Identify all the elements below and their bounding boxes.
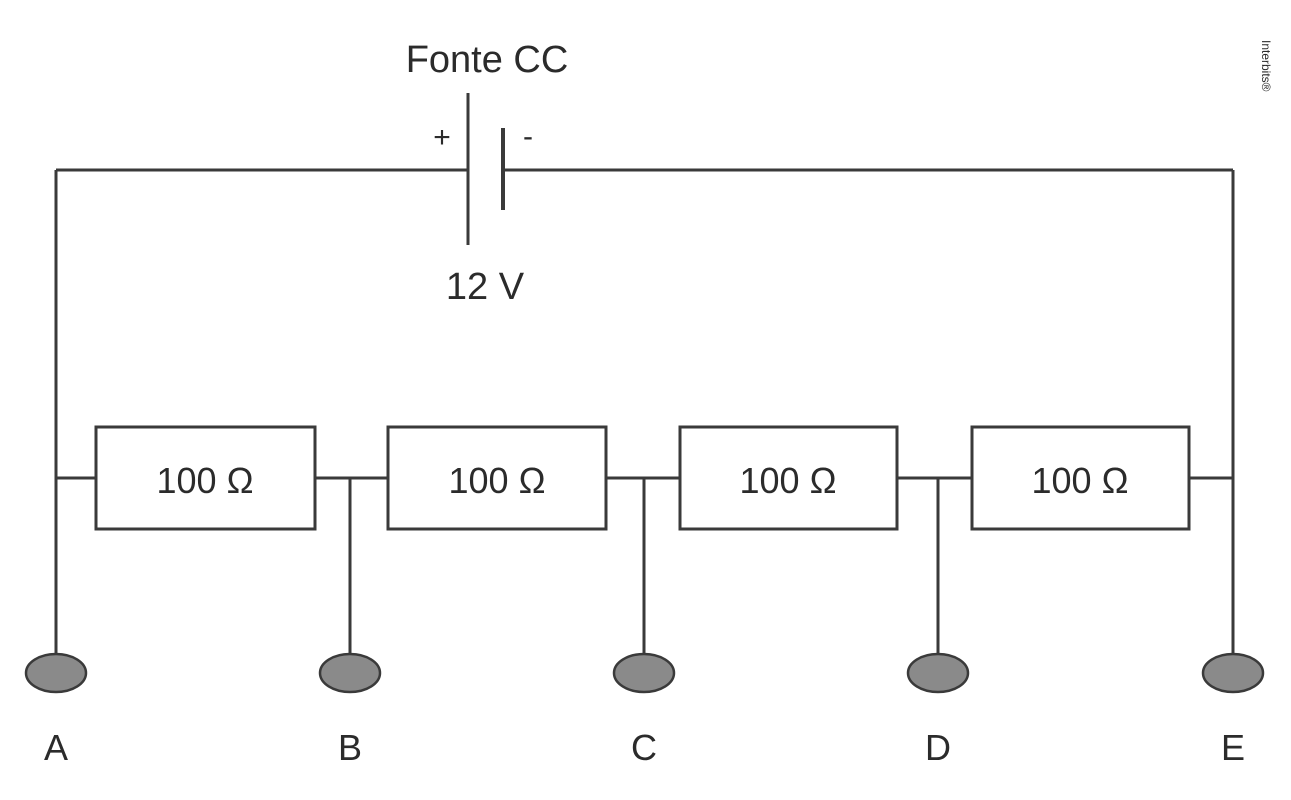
resistor-1: 100 Ω: [94, 425, 317, 531]
negative-sign: -: [523, 120, 533, 153]
credit-text: Interbits®: [1259, 40, 1273, 92]
wires: [54, 168, 1235, 655]
terminal-label: C: [631, 727, 657, 768]
source-voltage: 12 V: [446, 266, 525, 308]
resistor-label: 100 Ω: [157, 460, 254, 501]
resistor-4: 100 Ω: [970, 425, 1191, 531]
terminal-label: D: [925, 727, 951, 768]
terminal-label: A: [44, 727, 68, 768]
terminal-label: E: [1221, 727, 1245, 768]
terminal-label: B: [338, 727, 362, 768]
resistor-3: 100 Ω: [678, 425, 899, 531]
resistor-label: 100 Ω: [740, 460, 837, 501]
resistor-label: 100 Ω: [449, 460, 546, 501]
resistor-2: 100 Ω: [386, 425, 608, 531]
terminal-b: B: [318, 652, 382, 768]
dc-source: Fonte CC + - 12 V: [406, 39, 569, 308]
positive-sign: +: [433, 121, 451, 154]
source-title: Fonte CC: [406, 39, 569, 81]
terminal-a: A: [24, 652, 88, 768]
resistor-label: 100 Ω: [1032, 460, 1129, 501]
terminal-c: C: [612, 652, 676, 768]
terminal-e: E: [1201, 652, 1265, 768]
terminal-d: D: [906, 652, 970, 768]
